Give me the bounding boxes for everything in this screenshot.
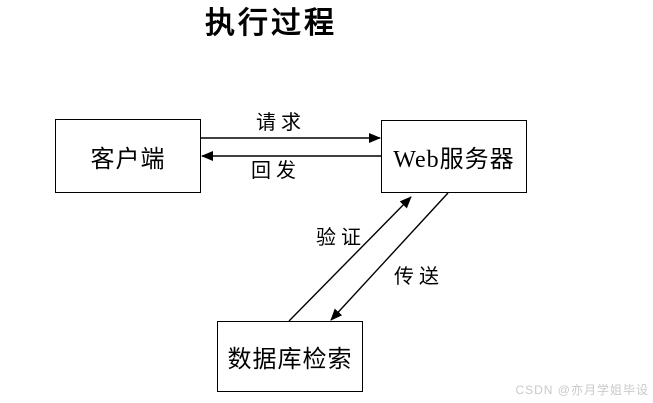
node-web-server-label: Web服务器 <box>393 147 515 173</box>
edge-transfer-arrow <box>330 192 449 321</box>
node-client: 客户端 <box>55 119 201 193</box>
watermark: CSDN @亦月学姐毕设 <box>515 383 649 397</box>
edge-label-transfer: 传送 <box>394 266 444 288</box>
node-database-search: 数据库检索 <box>217 321 363 392</box>
edge-verify-arrow <box>288 196 412 322</box>
edge-label-request: 请求 <box>256 112 306 134</box>
edge-label-postback: 回发 <box>251 160 301 182</box>
node-database-search-label: 数据库检索 <box>227 347 353 373</box>
node-client-label: 客户端 <box>90 146 166 173</box>
edge-label-verify: 验证 <box>316 227 366 249</box>
diagram-title: 执行过程 <box>205 7 337 40</box>
node-web-server: Web服务器 <box>381 120 527 193</box>
